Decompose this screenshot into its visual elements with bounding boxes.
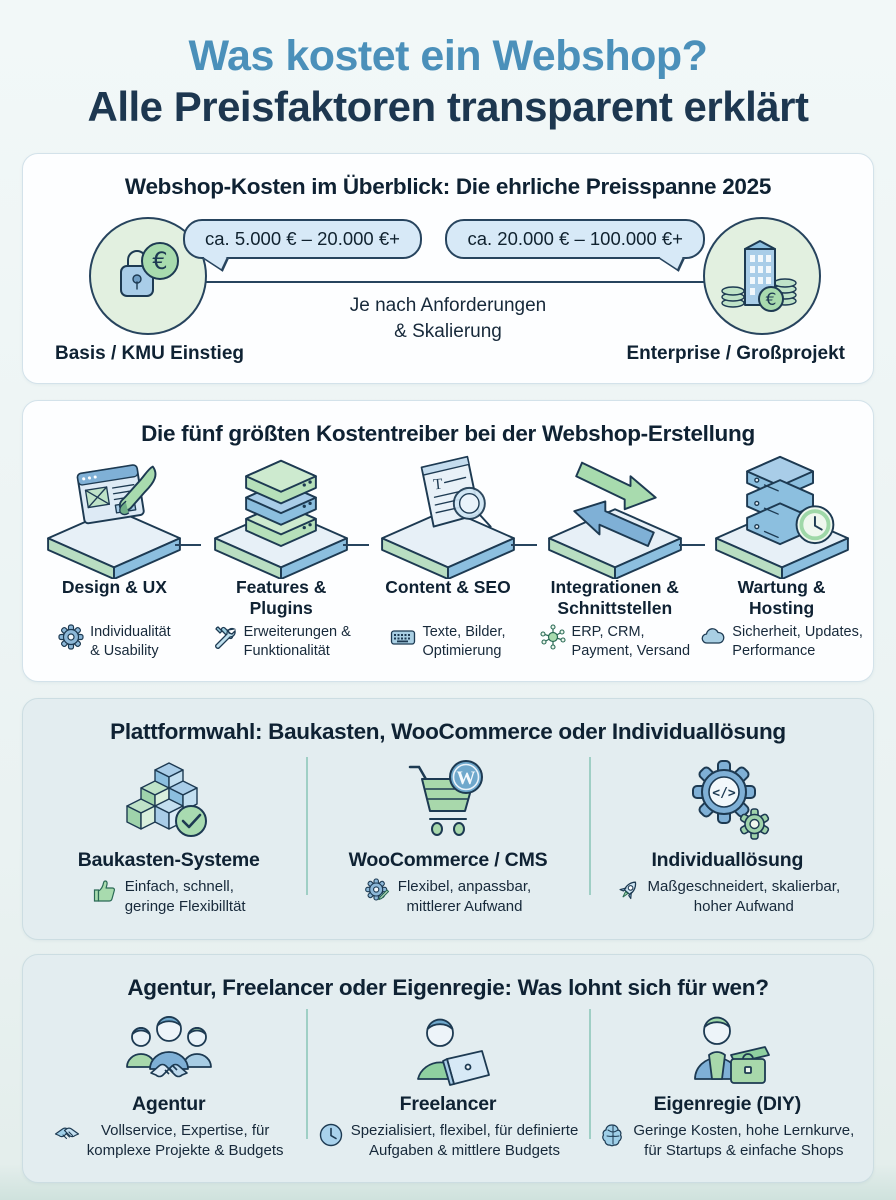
column-divider [306, 1009, 308, 1140]
platforms-heading: Plattformwahl: Baukasten, WooCommerce od… [110, 719, 786, 745]
platform-desc: Maßgeschneidert, skalierbar, hoher Aufwa… [647, 878, 841, 916]
provider-desc: Spezialisiert, flexibel, für definierte … [350, 1122, 579, 1160]
platform-title: Baukasten-Systeme [77, 849, 260, 872]
providers-panel: Agentur, Freelancer oder Eigenregie: Was… [22, 954, 874, 1184]
providers-row: Agentur Vollservice, Expertise, für komp… [23, 1001, 873, 1161]
driver-desc: Texte, Bilder, Optimierung [422, 624, 506, 660]
platform-desc: Einfach, schnell, geringe Flexibilltät [124, 878, 246, 916]
platform-individual: </> Individuallösung [588, 759, 867, 917]
driver-features-plugins: Features & Plugins Erweiterungen & Funkt… [198, 453, 365, 661]
stacked-modules-icon [214, 460, 349, 580]
cloud-icon [701, 628, 725, 645]
basis-price-bubble: ca. 5.000 € – 20.000 €+ [183, 219, 422, 260]
svg-text:€: € [766, 290, 777, 310]
platforms-panel: Plattformwahl: Baukasten, WooCommerce od… [22, 698, 874, 941]
scaling-note: Je nach Anforderungen & Skalierung [349, 295, 547, 343]
cost-drivers-panel: Die fünf größten Kostentreiber bei der W… [22, 400, 874, 683]
enterprise-price-bubble: ca. 20.000 € – 100.000 €+ [445, 219, 705, 260]
platform-title: Individuallösung [651, 849, 804, 872]
server-clock-icon [714, 456, 849, 580]
driver-content-seo: T Content & SEO [365, 453, 532, 661]
rocket-icon [619, 881, 636, 900]
person-laptop-icon [417, 1019, 490, 1087]
driver-desc: Individualität & Usability [90, 624, 171, 660]
overview-panel: Webshop-Kosten im Überblick: Die ehrlich… [22, 153, 874, 385]
gear-pencil-icon [364, 878, 389, 901]
provider-desc: Vollservice, Expertise, für komplexe Pro… [86, 1122, 284, 1160]
driver-desc: Sicherheit, Updates, Performance [732, 624, 863, 660]
column-divider [589, 1009, 591, 1140]
cost-drivers-heading: Die fünf größten Kostentreiber bei der W… [141, 421, 755, 447]
provider-desc: Geringe Kosten, hohe Lernkurve, für Star… [633, 1122, 855, 1160]
provider-title: Eigenregie (DIY) [653, 1093, 802, 1116]
platform-desc: Flexibel, anpassbar, mittlerer Aufwand [397, 878, 532, 916]
driver-title: Design & UX [61, 577, 167, 598]
platform-title: WooCommerce / CMS [348, 849, 548, 872]
driver-title: Content & SEO [385, 577, 511, 598]
brain-icon [602, 1124, 623, 1147]
driver-connector [679, 544, 705, 547]
enterprise-building-icon: € [703, 217, 821, 336]
driver-connector [343, 544, 369, 547]
driver-title: Features & Plugins [235, 577, 327, 619]
providers-heading: Agentur, Freelancer oder Eigenregie: Was… [127, 975, 769, 1001]
cost-drivers-row: Design & UX Individualität & Usab [23, 447, 873, 661]
range-connector-line [163, 281, 723, 284]
page-title: Was kostet ein Webshop? [188, 32, 708, 80]
column-divider [589, 757, 591, 896]
enterprise-label: Enterprise / Großprojekt [626, 343, 845, 365]
cart-wordpress-icon: W [408, 760, 483, 837]
driver-integrations: Integrationen & Schnittstellen ERP, CRM,… [531, 453, 698, 661]
page-header: Was kostet ein Webshop? Alle Preisfaktor… [0, 0, 896, 131]
browser-paintbrush-icon [47, 464, 182, 580]
provider-title: Agentur [131, 1093, 206, 1116]
person-toolbox-icon [694, 1017, 771, 1085]
document-magnifier-icon: T [381, 456, 515, 580]
platform-baukasten: Baukasten-Systeme Einfach, schnell, geri… [29, 759, 308, 917]
platforms-row: Baukasten-Systeme Einfach, schnell, geri… [23, 749, 873, 917]
exchange-arrows-icon [547, 462, 682, 580]
basis-label: Basis / KMU Einstieg [55, 343, 244, 365]
column-divider [306, 757, 308, 896]
keyboard-icon [391, 630, 416, 646]
svg-text:T: T [432, 476, 444, 494]
team-handshake-icon [125, 1016, 212, 1078]
tools-icon [214, 626, 236, 650]
svg-text:</>: </> [713, 786, 737, 801]
driver-hosting: Wartung & Hosting Sicherheit, Updates, P… [698, 453, 865, 661]
overview-stage: € ca. 5.000 € – 20.000 €+ ca. 20.000 € –… [23, 209, 873, 342]
provider-diy: Eigenregie (DIY) Geringe Kosten, hohe Le… [588, 1011, 867, 1161]
driver-title: Integrationen & Schnittstellen [550, 577, 679, 619]
clock-icon [319, 1124, 342, 1147]
handshake-icon [54, 1128, 79, 1140]
page-subtitle: Alle Preisfaktoren transparent erklärt [87, 83, 809, 131]
platform-woocommerce: W WooCommerce / CMS Flexibel, anpassbar,… [308, 759, 587, 917]
gear-code-icon: </> [692, 760, 770, 841]
driver-title: Wartung & Hosting [737, 577, 826, 619]
driver-connector [511, 544, 537, 547]
driver-desc: ERP, CRM, Payment, Versand [571, 624, 691, 660]
provider-agentur: Agentur Vollservice, Expertise, für komp… [29, 1011, 308, 1161]
driver-desc: Erweiterungen & Funktionalität [243, 624, 351, 660]
svg-text:W: W [456, 768, 475, 789]
provider-title: Freelancer [399, 1093, 497, 1116]
building-blocks-check-icon [125, 762, 207, 838]
network-icon [539, 624, 566, 650]
gear-icon [58, 624, 84, 651]
svg-text:€: € [152, 247, 167, 275]
overview-heading: Webshop-Kosten im Überblick: Die ehrlich… [124, 174, 772, 200]
provider-freelancer: Freelancer Spezialisiert, flexibel, für … [308, 1011, 587, 1161]
driver-design-ux: Design & UX Individualität & Usab [31, 453, 198, 661]
driver-connector [175, 544, 201, 547]
thumbs-up-icon [93, 880, 115, 903]
